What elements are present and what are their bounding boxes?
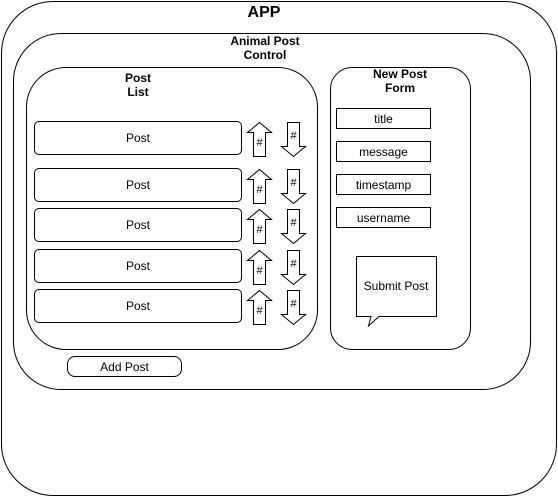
move-up-arrow-icon[interactable]: # (246, 121, 273, 158)
post-item[interactable]: Post (34, 208, 242, 242)
timestamp-field-label: timestamp (355, 177, 412, 192)
move-up-arrow-icon[interactable]: # (246, 168, 273, 205)
username-field-label: username (356, 210, 411, 225)
username-field[interactable]: username (336, 207, 431, 228)
submit-post-button[interactable] (353, 254, 441, 328)
move-up-arrow-label: # (256, 137, 263, 149)
move-down-arrow-icon[interactable]: # (280, 122, 307, 158)
move-up-arrow-icon-shape (246, 289, 273, 325)
move-up-arrow-icon-shape (246, 249, 273, 285)
move-down-arrow-label: # (290, 217, 297, 229)
move-down-arrow-icon[interactable]: # (280, 209, 307, 245)
app-title: APP (247, 4, 281, 21)
add-post-button[interactable]: Add Post (67, 356, 182, 377)
control-title-line1: Animal Post (230, 34, 300, 48)
move-up-arrow-icon[interactable]: # (246, 208, 273, 245)
post-item-label: Post (125, 299, 150, 313)
title-field[interactable]: title (336, 108, 431, 129)
post-item-label: Post (125, 178, 150, 192)
move-down-arrow-label: # (290, 258, 297, 270)
post-item[interactable]: Post (34, 249, 242, 283)
move-up-arrow-icon-shape (246, 121, 273, 157)
move-up-arrow-icon[interactable]: # (246, 289, 273, 326)
move-down-arrow-label: # (290, 130, 297, 142)
post-item-label: Post (125, 218, 150, 232)
move-down-arrow-icon[interactable]: # (280, 169, 307, 205)
form-title-line2: Form (385, 81, 415, 95)
message-field-label: message (359, 144, 408, 159)
add-post-label: Add Post (100, 359, 149, 374)
post-item[interactable]: Post (34, 289, 242, 323)
move-up-arrow-label: # (256, 265, 263, 277)
move-up-arrow-label: # (256, 305, 263, 317)
post-item[interactable]: Post (34, 121, 242, 155)
timestamp-field[interactable]: timestamp (336, 174, 431, 195)
move-down-arrow-icon[interactable]: # (280, 290, 307, 326)
move-down-arrow-label: # (290, 298, 297, 310)
move-up-arrow-icon[interactable]: # (246, 249, 273, 286)
post-item-label: Post (125, 259, 150, 273)
move-up-arrow-icon-shape (246, 208, 273, 244)
move-down-arrow-label: # (290, 177, 297, 189)
move-down-arrow-icon-shape (280, 290, 307, 326)
move-down-arrow-icon[interactable]: # (280, 250, 307, 286)
move-up-arrow-label: # (256, 224, 263, 236)
control-title-line2: Control (243, 48, 287, 62)
post-item[interactable]: Post (34, 168, 242, 202)
title-field-label: title (374, 111, 393, 126)
post-list-title-line2: List (127, 85, 149, 99)
move-down-arrow-icon-shape (280, 209, 307, 245)
post-item-label: Post (125, 131, 150, 145)
move-up-arrow-icon-shape (246, 168, 273, 204)
move-up-arrow-label: # (256, 184, 263, 196)
form-title-line1: New Post (372, 67, 427, 81)
move-down-arrow-icon-shape (280, 122, 307, 158)
submit-post-label: Submit Post (363, 279, 429, 293)
move-down-arrow-icon-shape (280, 169, 307, 205)
post-list-title-line1: Post (124, 71, 151, 85)
message-field[interactable]: message (336, 141, 431, 162)
move-down-arrow-icon-shape (280, 250, 307, 286)
